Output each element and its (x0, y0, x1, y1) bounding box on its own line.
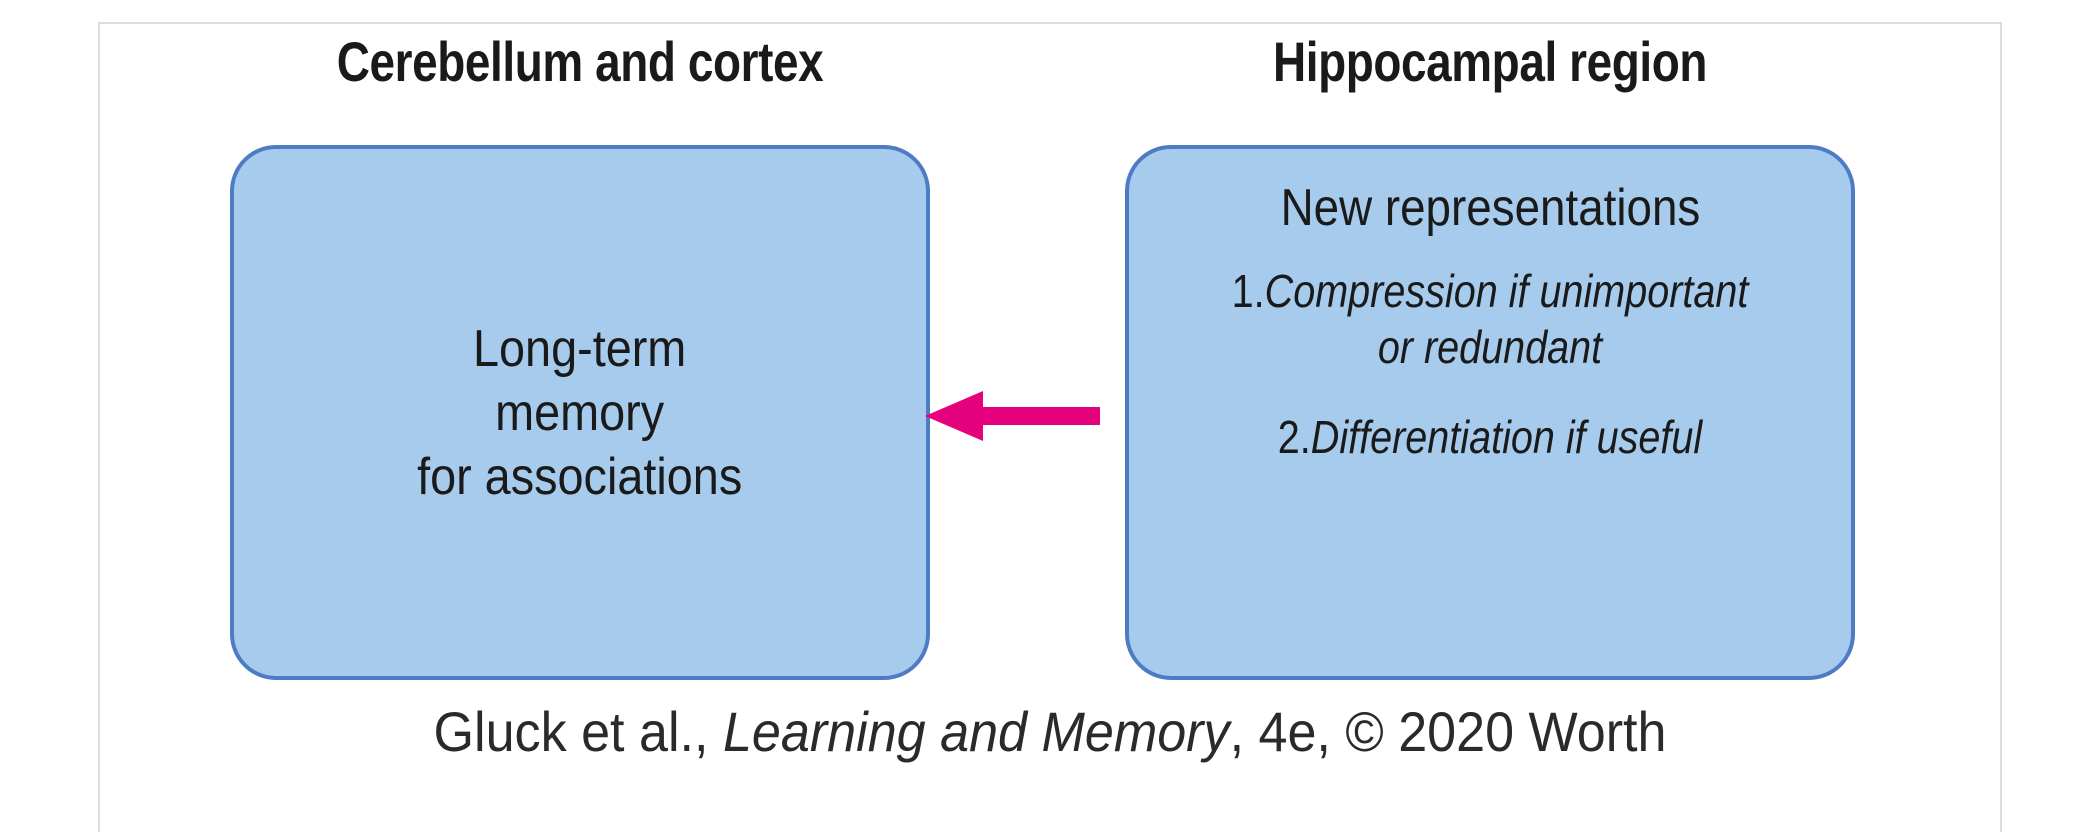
column-header-cerebellum-and-cortex: Cerebellum and cortex (336, 30, 824, 93)
figure-credit: Gluck et al., Learning and Memory, 4e, ©… (165, 700, 1936, 764)
credit-edition-copyright: , 4e, © 2020 Worth (1229, 700, 1667, 763)
credit-title: Learning and Memory (722, 700, 1230, 763)
leftward-arrow-icon (925, 391, 1100, 441)
list-item: 2.Differentiation if useful (1180, 409, 1801, 465)
list-item-text: Compression if unimportant or redundant (1264, 265, 1749, 373)
column-header-hippocampal-region: Hippocampal region (1272, 30, 1708, 93)
box-long-term-memory: Long-term memory for associations (230, 145, 930, 680)
credit-authors: Gluck et al., (433, 700, 723, 763)
list-item-number: 1. (1231, 265, 1265, 317)
list-item-number: 2. (1277, 411, 1311, 463)
new-representations-list: 1.Compression if unimportant or redundan… (1129, 263, 1851, 465)
figure-root: Cerebellum and cortex Hippocampal region… (98, 22, 2002, 832)
list-item: 1.Compression if unimportant or redundan… (1180, 263, 1801, 375)
box-new-representations-title: New representations (1280, 179, 1700, 237)
list-item-text: Differentiation if useful (1310, 411, 1703, 463)
box-long-term-memory-text: Long-term memory for associations (417, 319, 743, 506)
box-new-representations: New representations 1.Compression if uni… (1125, 145, 1855, 680)
